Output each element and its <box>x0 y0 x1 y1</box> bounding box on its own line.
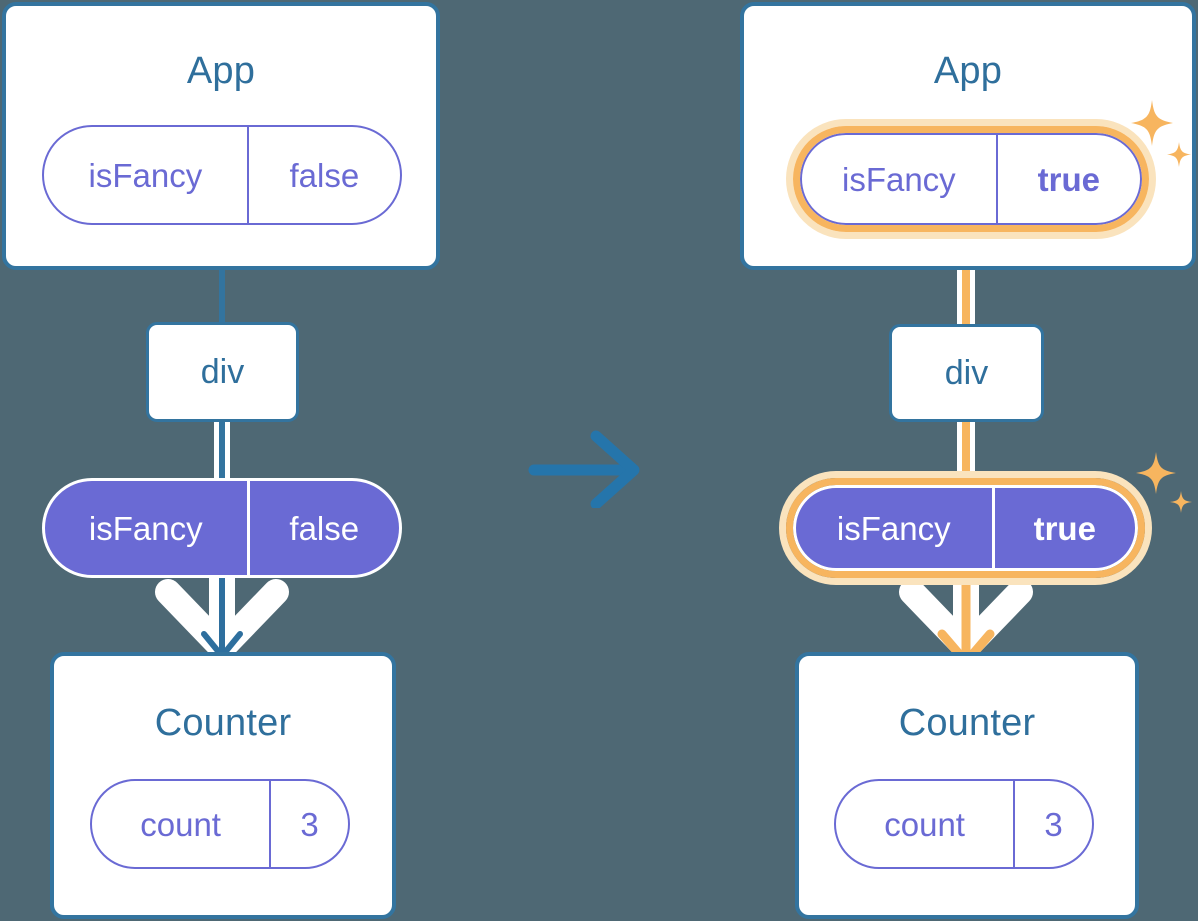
edge-props-to-counter-fan-right <box>899 547 1033 661</box>
transition-arrow-icon <box>528 430 640 508</box>
props-value-after: true <box>991 488 1135 568</box>
app-state-name-before: isFancy <box>88 156 203 194</box>
sparkles-icon-props-after <box>1136 452 1192 513</box>
div-box-before: div <box>146 322 299 422</box>
props-pill-before[interactable]: isFancy false <box>42 478 402 578</box>
counter-state-name-before: count <box>140 805 221 843</box>
app-state-pill-after[interactable]: isFancy true <box>800 133 1142 225</box>
app-state-pill-before[interactable]: isFancy false <box>42 125 402 225</box>
app-title-before: App <box>186 50 256 92</box>
div-label-before: div <box>200 353 245 391</box>
props-pill-after[interactable]: isFancy true <box>793 485 1138 571</box>
app-title-after: App <box>933 50 1003 92</box>
edge-props-to-counter-right <box>937 558 995 667</box>
props-name-after: isFancy <box>836 509 951 547</box>
counter-state-pill-before[interactable]: count 3 <box>90 779 350 869</box>
counter-state-value-after: 3 <box>1013 781 1092 867</box>
div-label-after: div <box>944 354 989 392</box>
counter-box-before: Counter <box>50 652 396 919</box>
counter-state-value-before: 3 <box>269 781 348 867</box>
counter-state-name-after: count <box>884 805 965 843</box>
counter-title-after: Counter <box>898 702 1036 744</box>
app-state-value-after: true <box>995 135 1140 223</box>
props-value-before: false <box>246 481 399 575</box>
counter-title-before: Counter <box>154 702 292 744</box>
counter-state-pill-after[interactable]: count 3 <box>834 779 1094 869</box>
app-state-name-after: isFancy <box>841 160 956 198</box>
app-state-value-before: false <box>246 127 400 223</box>
props-name-before: isFancy <box>88 509 203 547</box>
div-box-after: div <box>889 324 1044 422</box>
